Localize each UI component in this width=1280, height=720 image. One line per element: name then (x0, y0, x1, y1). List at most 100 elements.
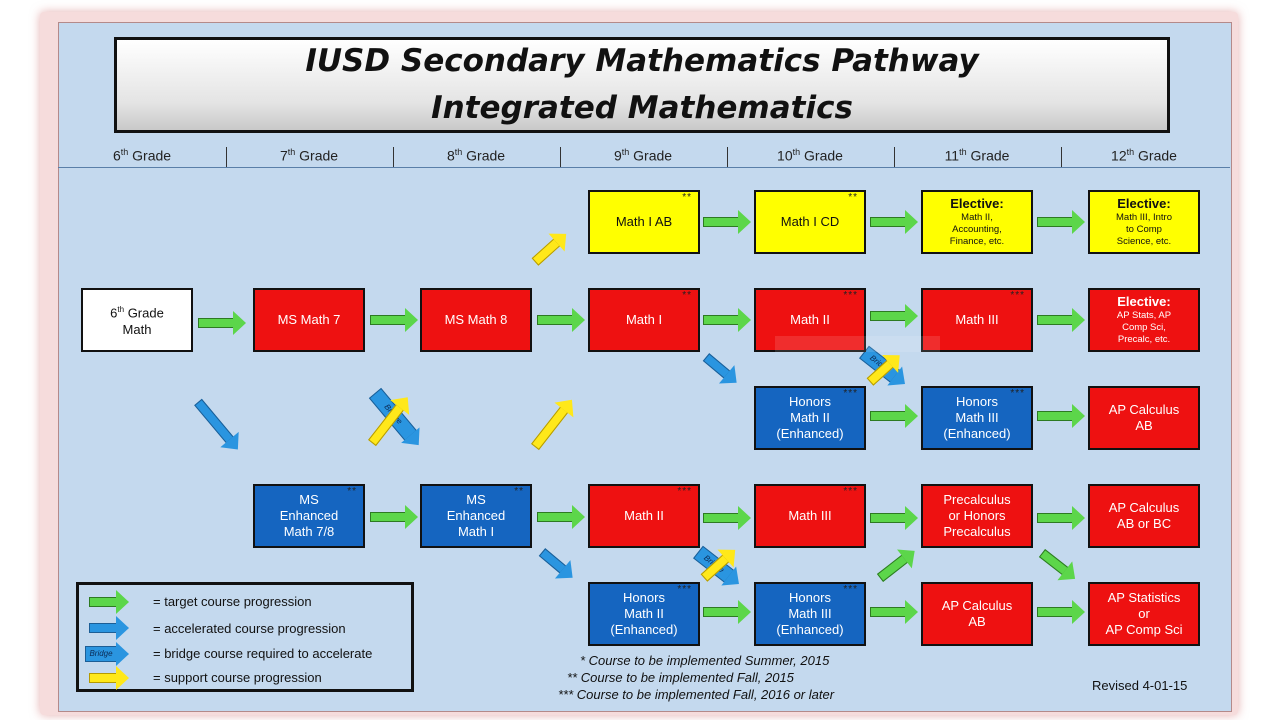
course-label: Math II (790, 410, 830, 425)
course-label: or (1138, 606, 1150, 621)
course-math-2-bottom: *** Math II (588, 484, 700, 548)
course-label: AP Calculus (941, 598, 1013, 613)
course-honors-math-3-top: *** Honors Math III (Enhanced) (921, 386, 1033, 450)
course-label: 6th Grade (110, 305, 164, 321)
title-line1: IUSD Secondary Mathematics Pathway (305, 43, 979, 79)
footnote-fall-2016: *** Course to be implemented Fall, 2016 … (558, 687, 835, 702)
grade-separator (560, 147, 561, 167)
course-label: Math III, Intro (1116, 212, 1172, 223)
course-label: AB or BC (1116, 516, 1172, 531)
course-label: Math (122, 321, 152, 337)
course-math-1-ab: ** Math I AB (588, 190, 700, 254)
footnote-summer-2015: * Course to be implemented Summer, 2015 (580, 653, 830, 668)
course-label: (Enhanced) (776, 622, 844, 637)
course-label: Honors (789, 394, 831, 409)
implementation-stars: ** (347, 486, 357, 497)
course-label: Math III (955, 312, 999, 327)
grade-6-header: 6th Grade (112, 147, 172, 164)
course-label: Math III (788, 508, 832, 523)
course-label: Enhanced (279, 508, 339, 523)
implementation-stars: *** (677, 584, 692, 595)
course-ms-math-8: MS Math 8 (420, 288, 532, 352)
course-ap-calculus-ab-bottom: AP Calculus AB (921, 582, 1033, 646)
course-math-2-top: *** Math II (754, 288, 866, 352)
course-label: or Honors (948, 508, 1006, 523)
implementation-stars: *** (1010, 388, 1025, 399)
implementation-stars: *** (843, 290, 858, 301)
implementation-stars: ** (514, 486, 524, 497)
course-math-1-cd: ** Math I CD (754, 190, 866, 254)
legend-target-label: = target course progression (153, 594, 312, 609)
course-label: (Enhanced) (776, 426, 844, 441)
course-ap-statistics: AP Statistics or AP Comp Sci (1088, 582, 1200, 646)
course-label: Math 7/8 (283, 524, 335, 539)
course-label: Science, etc. (1116, 236, 1172, 247)
legend: Bridge = target course progression = acc… (76, 582, 414, 692)
grade-separator (226, 147, 227, 167)
title-line2: Integrated Mathematics (431, 90, 853, 126)
course-label: Math II (790, 312, 830, 327)
course-label: MS (299, 492, 319, 507)
course-label: Precalculus (943, 524, 1011, 539)
grade-separator (1061, 147, 1062, 167)
grade-separator (393, 147, 394, 167)
course-label: AP Calculus (1108, 500, 1180, 515)
course-label: Finance, etc. (949, 236, 1005, 247)
course-math-3-top: *** Math III (921, 288, 1033, 352)
course-label: AP Calculus (1108, 402, 1180, 417)
legend-bridge-label: = bridge course required to accelerate (153, 646, 373, 661)
implementation-stars: ** (682, 192, 692, 203)
course-label: Math I CD (780, 214, 840, 229)
course-label: MS (466, 492, 486, 507)
title-box: IUSD Secondary Mathematics Pathway Integ… (114, 37, 1170, 133)
course-label: Math III (788, 606, 832, 621)
course-precalculus: Precalculus or Honors Precalculus (921, 484, 1033, 548)
course-math-1: ** Math I (588, 288, 700, 352)
course-label: Honors (956, 394, 998, 409)
course-label: Math I (625, 312, 663, 327)
course-label: Precalc, etc. (1117, 334, 1171, 345)
grade-separator (894, 147, 895, 167)
course-ms-enhanced-math-7-8: ** MS Enhanced Math 7/8 (253, 484, 365, 548)
course-label: Math I (457, 524, 495, 539)
course-honors-math-3-bottom: *** Honors Math III (Enhanced) (754, 582, 866, 646)
course-label: Math II (624, 606, 664, 621)
course-label: AP Statistics (1107, 590, 1181, 605)
course-label: (Enhanced) (943, 426, 1011, 441)
revised-date: Revised 4-01-15 (1092, 678, 1188, 693)
grade-12-header: 12th Grade (1111, 147, 1177, 164)
course-label: AP Comp Sci (1105, 622, 1183, 637)
footnote-fall-2015: ** Course to be implemented Fall, 2015 (567, 670, 794, 685)
course-label: Math II, (961, 212, 993, 223)
course-label: Elective: (1117, 294, 1171, 309)
implementation-stars: ** (682, 290, 692, 301)
grade-11-header: 11th Grade (944, 147, 1010, 164)
course-ap-calculus-ab-bc: AP Calculus AB or BC (1088, 484, 1200, 548)
implementation-stars: *** (843, 584, 858, 595)
course-6th-grade-math: 6th Grade Math (81, 288, 193, 352)
course-label: Honors (789, 590, 831, 605)
implementation-stars: *** (843, 388, 858, 399)
course-elective-12: Elective: Math III, Intro to Comp Scienc… (1088, 190, 1200, 254)
grade-9-header: 9th Grade (613, 147, 673, 164)
grade-separator (727, 147, 728, 167)
implementation-stars: ** (848, 192, 858, 203)
course-label: Elective: (1117, 196, 1171, 211)
course-ms-math-7: MS Math 7 (253, 288, 365, 352)
course-honors-math-2-top: *** Honors Math II (Enhanced) (754, 386, 866, 450)
course-label: to Comp (1126, 224, 1162, 235)
legend-support-label: = support course progression (153, 670, 322, 685)
grade-header-rule (58, 167, 1230, 168)
implementation-stars: *** (843, 486, 858, 497)
course-honors-math-2-bottom: *** Honors Math II (Enhanced) (588, 582, 700, 646)
legend-accelerated-label: = accelerated course progression (153, 621, 346, 636)
course-label: AB (968, 614, 986, 629)
course-label: Math III (955, 410, 999, 425)
course-elective-12-red: Elective: AP Stats, AP Comp Sci, Precalc… (1088, 288, 1200, 352)
course-label: Comp Sci, (1122, 322, 1166, 333)
course-elective-11: Elective: Math II, Accounting, Finance, … (921, 190, 1033, 254)
course-label: Honors (623, 590, 665, 605)
course-label: Math I AB (615, 214, 673, 229)
grade-8-header: 8th Grade (446, 147, 506, 164)
course-label: AB (1135, 418, 1153, 433)
